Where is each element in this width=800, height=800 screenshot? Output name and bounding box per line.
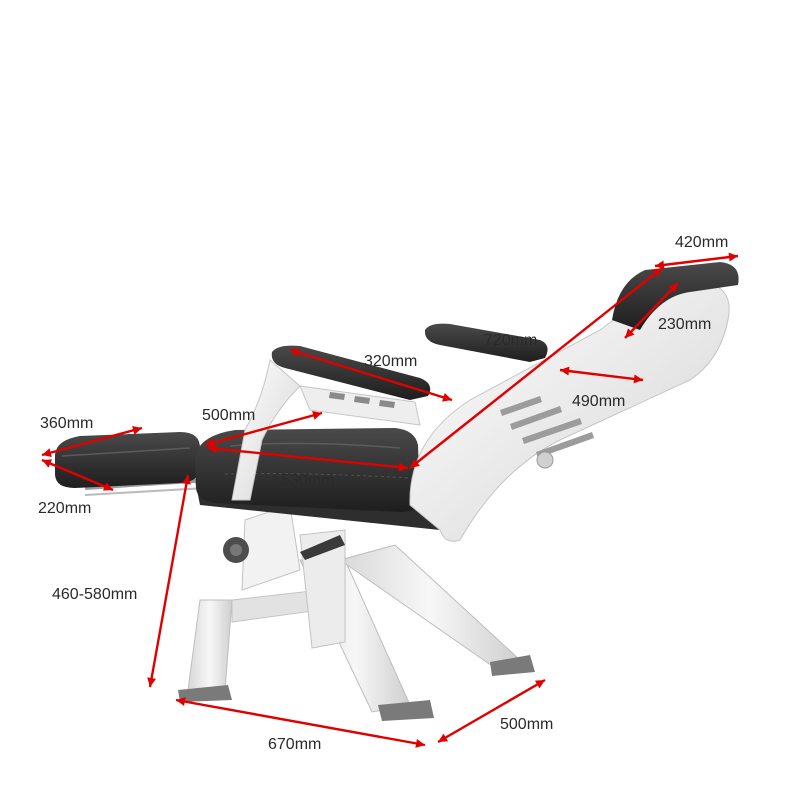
- seat-cushion: [195, 428, 420, 512]
- headrest-cushion: [612, 262, 739, 330]
- backrest-vents: [500, 396, 594, 458]
- dim-headrest-width-arrow: [654, 252, 739, 270]
- dim-seat-height-label: 460-580mm: [52, 586, 137, 603]
- armrest-left: [231, 345, 431, 501]
- foot-cap-front-left: [178, 685, 232, 702]
- dim-backrest-height-label: 720mm: [484, 332, 537, 349]
- dim-seat-height-arrow: [147, 474, 191, 688]
- dim-footrest-width-label: 360mm: [40, 415, 93, 432]
- dim-armrest-length-label: 320mm: [364, 353, 417, 370]
- dim-seat-width-label: 500mm: [202, 407, 255, 424]
- dim-seat-depth-label: 530mm: [281, 472, 334, 489]
- foot-cap-back: [490, 655, 535, 676]
- chair-illustration: [55, 262, 739, 721]
- armrest-right: [299, 323, 548, 426]
- backrest-frame: [409, 281, 730, 542]
- footrest: [55, 432, 241, 496]
- dim-footrest-width-arrow: [41, 426, 143, 457]
- dim-armrest-length-arrow: [289, 348, 453, 402]
- dim-backrest-width-label: 490mm: [572, 393, 625, 410]
- footrest-cushion: [55, 432, 200, 488]
- dim-base-length-label: 670mm: [268, 736, 321, 753]
- dimension-lines: [41, 252, 739, 748]
- foot-cap-front-right: [378, 700, 434, 721]
- lumbar-knob: [536, 451, 554, 469]
- chair-base: [187, 504, 521, 713]
- dim-seat-width-arrow: [204, 411, 323, 447]
- dim-backrest-width-arrow: [559, 366, 644, 384]
- dim-footrest-depth-arrow: [41, 458, 114, 492]
- dim-headrest-width-label: 420mm: [675, 234, 728, 251]
- foot-caps: [178, 655, 535, 721]
- dim-headrest-height-arrow: [624, 282, 679, 339]
- armrest-pad-left: [271, 345, 431, 400]
- dim-base-width-label: 500mm: [500, 716, 553, 733]
- dim-headrest-height-label: 230mm: [658, 316, 711, 333]
- tilt-lever: [300, 535, 345, 560]
- dim-base-width-arrow: [437, 678, 546, 744]
- dim-backrest-height-arrow: [409, 267, 663, 469]
- dim-base-length-arrow: [175, 697, 426, 748]
- armrest-pad-right: [424, 323, 548, 362]
- dim-footrest-depth-label: 220mm: [38, 500, 91, 517]
- dim-seat-depth-arrow: [207, 444, 409, 472]
